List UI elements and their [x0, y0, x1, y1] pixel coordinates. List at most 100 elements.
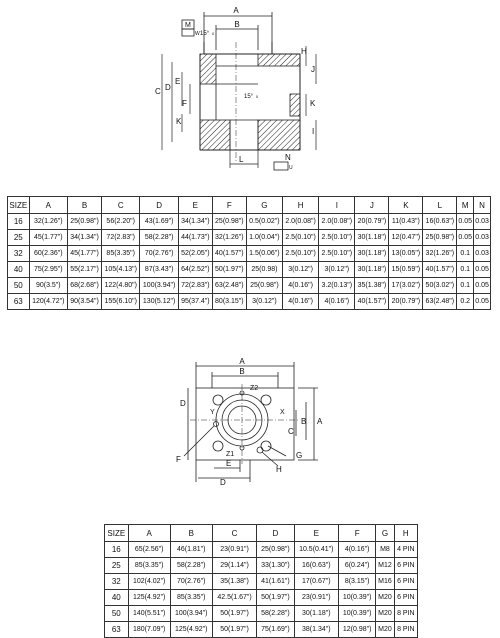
table-cell: 30(1.18") [354, 229, 390, 246]
table-cell: M12 [375, 557, 395, 574]
axis-label-Y: Y [210, 409, 215, 416]
table-cell: 6(0.24") [338, 557, 377, 574]
header-cell: J [354, 196, 390, 214]
table-cell: 29(1.14") [211, 557, 258, 574]
table-cell: 0.05 [456, 213, 475, 230]
table-cell: 0.03 [473, 229, 491, 246]
table-cell: 0.05 [473, 293, 491, 310]
table-cell: 100(3.94") [139, 277, 179, 294]
table-header-row: SIZE A B C D E F G H [104, 524, 419, 542]
header-cell: I [318, 196, 356, 214]
table-cell: 23(0.91") [211, 541, 258, 558]
table-cell: 50(1.97") [256, 589, 295, 606]
table-cell: 90(3.5") [28, 277, 69, 294]
table-cell: 87(3.43") [139, 261, 179, 278]
table-cell: 2.0(0.08") [318, 213, 356, 230]
dim-label-G: G [296, 451, 302, 460]
dim-label-A-right: A [317, 417, 323, 426]
table-cell: 32(1.26") [28, 213, 69, 230]
table-cell: 0.1 [456, 277, 475, 294]
dim-label-F: F [182, 99, 187, 108]
table-cell: 60(2.36") [28, 245, 69, 262]
table-cell: 80(3.15") [211, 293, 247, 310]
datum-label-U: U [289, 165, 293, 171]
header-cell: A [28, 196, 69, 214]
header-cell: B [169, 524, 213, 542]
dim-label-D-left: D [180, 399, 186, 408]
table-cell: 33(1.30") [256, 557, 295, 574]
table-header-row: SIZE A B C D E F G H I J K L M N [7, 196, 491, 214]
header-cell: H [281, 196, 320, 214]
dim-label-I: I [312, 127, 314, 136]
table-cell: 46(1.81") [169, 541, 213, 558]
table-cell: 43(1.69") [139, 213, 179, 230]
header-cell: B [67, 196, 102, 214]
table-cell: 90(3.54") [67, 293, 102, 310]
table-cell: 0.05 [473, 277, 491, 294]
size-cell: 25 [104, 557, 129, 574]
table-cell: 11(0.43") [388, 213, 424, 230]
table-cell: 0.03 [473, 245, 491, 262]
table-cell: 25(0.98") [256, 541, 295, 558]
table-cell: 13(0.05") [388, 245, 424, 262]
table-cell: 16(0.63") [422, 213, 458, 230]
table-cell: M16 [375, 573, 395, 590]
table-cell: 58(2.28") [139, 229, 179, 246]
angle-label-mid: 15° [244, 94, 254, 100]
table-cell: 16(0.63") [293, 557, 340, 574]
table-cell: 10.5(0.41") [293, 541, 340, 558]
table-cell: 0.05 [456, 229, 475, 246]
header-cell: K [388, 196, 424, 214]
dim-label-C: C [155, 87, 161, 96]
table-cell: 25(0.98") [422, 229, 458, 246]
table-cell: 20(0.79") [354, 213, 390, 230]
table-cell: 8(3.15") [338, 573, 377, 590]
table-cell: 1.5(0.06") [245, 245, 284, 262]
dim-label-A: A [233, 6, 239, 15]
table-cell: 30(1.18") [293, 605, 340, 622]
table-cell: 15(0.59") [388, 261, 424, 278]
table-cell: M20 [375, 621, 395, 638]
size-cell: 25 [7, 229, 30, 246]
table-cell: 50(1.97") [211, 261, 247, 278]
table-cell: 35(1.38") [211, 573, 258, 590]
dim-label-J: J [311, 65, 315, 74]
table-cell: 3(0.12") [281, 261, 320, 278]
size-cell: 40 [104, 589, 129, 606]
dim-label-F: F [176, 455, 181, 464]
table-cell: 72(2.83") [100, 229, 141, 246]
table-cell: 102(4.02") [127, 573, 171, 590]
table-cell: 85(3.35") [100, 245, 141, 262]
table-cell: 38(1.34") [293, 621, 340, 638]
size-cell: 16 [7, 213, 30, 230]
table-cell: M8 [375, 541, 395, 558]
size-cell: 63 [7, 293, 30, 310]
table-cell: 75(1.69") [256, 621, 295, 638]
dim-label-K: K [310, 99, 316, 108]
header-cell: G [245, 196, 284, 214]
table-cell: 56(2.20") [100, 213, 141, 230]
table-cell: 32(1.26") [422, 245, 458, 262]
table-cell: 70(2.76") [139, 245, 179, 262]
table-cell: 6 PIN [393, 573, 419, 590]
table-cell: 44(1.73") [177, 229, 213, 246]
table-cell: 72(2.83") [177, 277, 213, 294]
dim-label-G: K [176, 117, 182, 126]
table-cell: 64(2.52") [177, 261, 213, 278]
table-cell: 6 PIN [393, 589, 419, 606]
size-cell: 32 [7, 245, 30, 262]
table-cell: 23(0.91") [293, 589, 340, 606]
table-cell: 2.5(0.10") [281, 229, 320, 246]
datum-label-W: W [195, 31, 200, 37]
table-cell: 58(2.28") [256, 605, 295, 622]
table-cell: 2.5(0.10") [318, 229, 356, 246]
